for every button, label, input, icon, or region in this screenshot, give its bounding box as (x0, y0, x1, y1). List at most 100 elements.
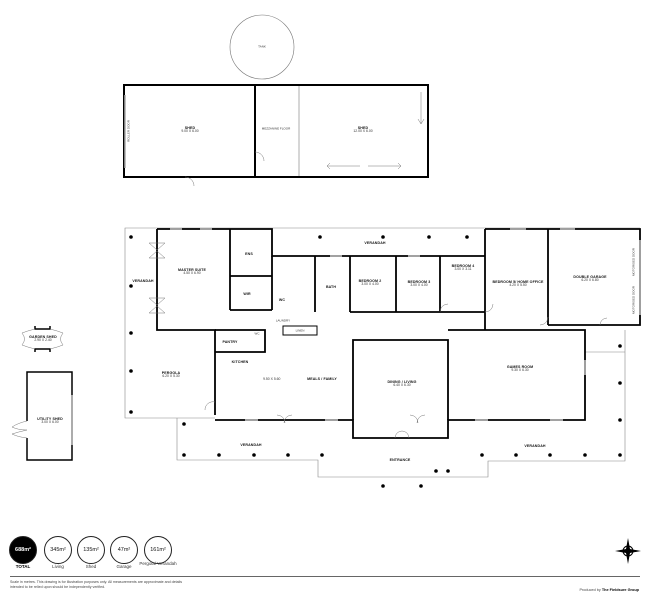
room-name: WIR (243, 291, 251, 296)
room-name: BEDROOM 4 (451, 263, 475, 268)
area-verandah-label: Pergola/ Verandah (139, 561, 177, 566)
room-name: BEDROOM 5/ HOME OFFICE (492, 279, 544, 284)
area-garage-label: Garage (116, 564, 132, 569)
room-dims: 3.00 X 6.00 (41, 420, 59, 425)
company-name: The Fieldsure Group (601, 588, 639, 592)
verandah-outline (124, 227, 640, 478)
room-name: DINING / LIVING (387, 379, 417, 384)
room-dims: 12.00 X 6.00 (353, 129, 373, 134)
room-dims: 4.20 X 5.50 (509, 283, 527, 288)
room-dims: 3.00 X 3.11 (454, 267, 472, 272)
house-walls (156, 228, 641, 439)
room-dims: 6.20 X 6.80 (581, 278, 599, 283)
footer-divider (10, 576, 640, 577)
produced-by-text: Produced by (579, 588, 601, 592)
shed-walls (123, 84, 429, 178)
verandah-front-left-label: VERANDAH (240, 443, 261, 447)
room-name: ENTRANCE (389, 457, 411, 462)
room-name: KITCHEN (231, 359, 249, 364)
room-name: GAMES ROOM (506, 364, 534, 369)
room-name: WC (278, 297, 286, 302)
bath-label: BATH (326, 285, 336, 289)
room-name: UTILITY SHED (37, 416, 63, 421)
area-shed-label: Shed (85, 564, 97, 569)
room-name: MEALS / FAMILY (307, 376, 337, 381)
room-dims: 9.00 X 6.00 (181, 129, 199, 134)
area-living-badge: 345m² (44, 536, 72, 564)
garden-shed-outline (21, 326, 64, 352)
room-name: BATH (325, 284, 337, 289)
room-name: BEDROOM 2 (358, 278, 382, 283)
wir-label: WIR (243, 292, 250, 296)
tank-outline (229, 14, 295, 80)
room-name: PERGOLA (161, 370, 181, 375)
room-name: PANTRY (222, 339, 238, 344)
room-dims: 9.30 X 6.30 (511, 368, 529, 373)
area-living-label: Living (52, 564, 64, 569)
hall-wc-label: WC (279, 298, 285, 302)
verandah-posts (129, 235, 622, 488)
room-name: GARDEN SHED (29, 334, 57, 339)
area-verandah-badge: 161m² (144, 536, 172, 564)
area-total-label: TOTAL (15, 564, 31, 569)
room-name: VERANDAH (132, 278, 154, 283)
area-total-badge: 688m² (9, 536, 37, 564)
meals-family-label: 9.50 X 5.60 MEALS / FAMILY (263, 367, 337, 385)
room-dims: 4.50 X 6.90 (183, 271, 201, 276)
shed-door (184, 151, 265, 187)
tank-label: TANK (258, 44, 266, 49)
producer-credit: Produced by The Fieldsure Group (579, 588, 639, 592)
pantry-label: PANTRY (223, 340, 238, 344)
kitchen-label: KITCHEN (232, 360, 249, 364)
room-name: VERANDAH (364, 240, 386, 245)
room-name: SHED (357, 125, 369, 130)
laundry-label: LAUNDRY (275, 318, 291, 323)
linen-label: LINEN (295, 328, 305, 333)
room-dims: 6.40 X 6.30 (393, 383, 411, 388)
room-dims: 6.20 X 5.30 (162, 374, 180, 379)
roller-door-label: ROLLER DOOR (126, 120, 131, 142)
mezzanine-label: MEZZANINE FLOOR (261, 126, 291, 131)
compass-rose-icon (615, 538, 641, 564)
room-name: VERANDAH (524, 443, 546, 448)
room-dims: 3.00 X 4.00 (361, 282, 379, 287)
shed-arrows (326, 92, 425, 170)
motorised-door-1-label: MOTORISED DOOR (631, 248, 636, 276)
verandah-left-label: VERANDAH (132, 279, 153, 283)
room-name: SHED (184, 125, 196, 130)
verandah-front-right-label: VERANDAH (524, 444, 545, 448)
room-name: MASTER SUITE (178, 267, 206, 272)
area-garage-badge: 47m² (110, 536, 138, 564)
verandah-top-label: VERANDAH (364, 241, 385, 245)
room-name: ENS (245, 251, 253, 256)
area-shed-badge: 135m² (77, 536, 105, 564)
room-name: BEDROOM 3 (407, 279, 431, 284)
room-dims: 2.90 X 2.40 (34, 338, 52, 343)
windows (170, 228, 641, 421)
ens-label: ENS (245, 252, 253, 256)
room-dims: 3.00 X 4.00 (410, 283, 428, 288)
room-dims: 9.50 X 5.60 (263, 376, 281, 381)
motorised-door-2-label: MOTORISED DOOR (631, 286, 636, 314)
doors (148, 242, 608, 439)
wc-label: WC (254, 331, 260, 336)
entrance-label: ENTRANCE (390, 458, 411, 462)
disclaimer: Scale in metres. This drawing is for ill… (10, 580, 183, 589)
room-name: DOUBLE GARAGE (573, 274, 607, 279)
room-name: VERANDAH (240, 442, 262, 447)
utility-shed-outline (11, 371, 73, 461)
